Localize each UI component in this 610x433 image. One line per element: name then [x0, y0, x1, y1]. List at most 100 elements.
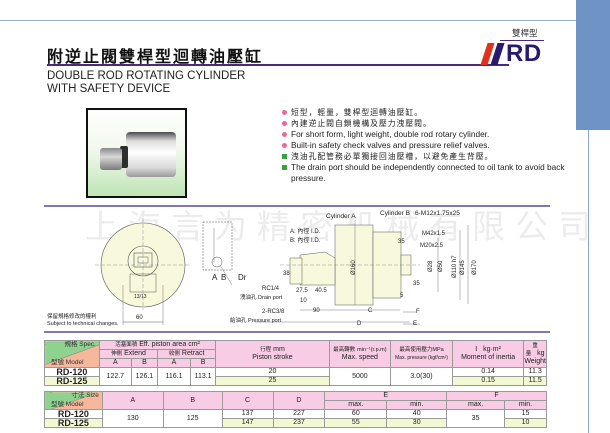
- table-row: RD-120 122.7 126.1 116.1 113.1 20 5000 3…: [44, 367, 547, 386]
- dia-28: Ø28: [428, 260, 434, 272]
- header-inertia: I kg·m² Moment of inertia: [451, 340, 525, 368]
- feature-item: 內建逆止閥自鎖機構及壓力洩壓閥。: [282, 118, 572, 129]
- weight-cell: 11.3: [523, 367, 547, 377]
- dim-35-top: 35: [398, 239, 405, 245]
- product-photo: [86, 108, 187, 198]
- label-cylinder-b: Cylinder B: [380, 210, 410, 217]
- dim-38: 38: [283, 271, 290, 277]
- dia-110: Ø110 h7: [452, 255, 458, 278]
- front-view: [95, 218, 190, 325]
- green-square-bullet-icon: [282, 165, 287, 170]
- cylinder-body-image: [126, 132, 176, 177]
- d-cell: 237: [272, 418, 326, 428]
- header-eff-area: 活塞面積 Eff. piston area cm²: [98, 340, 217, 350]
- pink-bullet-icon: [282, 121, 287, 126]
- header-f-max: max.: [446, 400, 506, 410]
- inertia-cell: 0.15: [451, 376, 525, 386]
- a-cell: 130: [101, 409, 164, 428]
- e-min-cell: 40: [386, 409, 448, 419]
- title-rule: [47, 64, 509, 66]
- f-min-cell: 10: [504, 418, 547, 428]
- pink-bullet-icon: [282, 132, 287, 137]
- label-rc38: 2-RC3/8: [262, 309, 285, 315]
- spec-table: 規格 Spec. 型號 Model 活塞面積 Eff. piston area …: [44, 340, 547, 386]
- inertia-cell: 0.14: [451, 367, 525, 377]
- header-retract: 收側 Retract: [157, 349, 217, 359]
- feature-item: The drain port should be independently c…: [282, 162, 572, 184]
- f-min-cell: 15: [504, 409, 547, 419]
- label-drain-port: 洩油孔 Drain port: [240, 293, 283, 301]
- ext-a-cell: 122.7: [98, 367, 132, 386]
- dim-27-5: 27.5: [296, 288, 308, 294]
- table-row: RD-125 25 0.15 11.5: [44, 376, 547, 386]
- cylinder-collar-image: [120, 146, 128, 168]
- dim-40-5: 40.5: [315, 288, 327, 294]
- header-e-max: max.: [324, 400, 388, 410]
- table-row: RD-120 130 125 137 227 60 40 35 15: [44, 409, 547, 428]
- dim-10: 10: [300, 298, 307, 304]
- speed-cell: 5000: [328, 367, 392, 386]
- dim-e: E: [413, 321, 417, 327]
- port-label-a: A: [212, 273, 218, 282]
- series-rule: [500, 40, 544, 41]
- stroke-cell: 25: [215, 376, 330, 386]
- dim-c: C: [368, 308, 373, 314]
- ret-a-cell: 116.1: [157, 367, 191, 386]
- header-extend-b: B: [130, 358, 159, 368]
- series-label-cn: 雙桿型: [512, 29, 538, 39]
- section-rule-bottom: [44, 331, 550, 333]
- title-en-line2: WITH SAFETY DEVICE: [47, 83, 171, 95]
- ext-b-cell: 126.1: [130, 367, 159, 386]
- header-extend: 伸側 Extend: [98, 349, 159, 359]
- pink-bullet-icon: [282, 110, 287, 115]
- header-pressure: 最高使用壓力MPa Max. pressure (kgf/cm²): [390, 340, 453, 368]
- dia-145: Ø145: [460, 260, 466, 275]
- page-title-cn: 附逆止閥雙桿型迴轉油壓缸: [47, 47, 264, 66]
- model-cell: RD-125: [44, 418, 103, 428]
- b-cell: 125: [162, 409, 223, 428]
- dia-160: Ø160: [351, 260, 357, 275]
- label-thread-m42: M42x1.5: [422, 231, 446, 237]
- cylinder-head-image: [100, 148, 122, 170]
- model-cell: RD-125: [44, 376, 100, 386]
- size-table: 寸法 Size 型號 Model A B C D E F max. min. m…: [44, 391, 547, 428]
- feature-item: 短型，輕量，雙桿型迴轉油壓缸。: [282, 107, 572, 118]
- c-cell: 147: [221, 418, 274, 428]
- label-pressure-port: 給油孔 Pressure port: [230, 316, 282, 324]
- weight-cell: 11.5: [523, 376, 547, 386]
- header-c: C: [221, 391, 274, 410]
- ret-b-cell: 113.1: [189, 367, 217, 386]
- header-weight: 重量 kg Weight: [523, 340, 547, 368]
- f-max-cell: 35: [446, 409, 506, 428]
- label-b-id: B: 內徑 I.D.: [290, 236, 321, 244]
- spec-corner-header: 規格 Spec. 型號 Model: [44, 340, 100, 368]
- title-en-line1: DOUBLE ROD ROTATING CYLINDER: [47, 70, 246, 82]
- dim-60: 60: [136, 315, 143, 321]
- header-e: E: [324, 391, 448, 401]
- note-en: Subject to technical changes.: [47, 321, 119, 327]
- table-row: RD-125 147 237 55 30 10: [44, 418, 547, 428]
- feature-list: 短型，輕量，雙桿型迴轉油壓缸。 內建逆止閥自鎖機構及壓力洩壓閥。 For sho…: [282, 107, 572, 184]
- dim-90: 90: [313, 308, 320, 314]
- side-line: [588, 130, 589, 433]
- feature-item: For short form, light weight, double rod…: [282, 129, 572, 140]
- header-a: A: [101, 391, 164, 410]
- e-min-cell: 30: [386, 418, 448, 428]
- label-a-id: A: 內徑 I.D.: [290, 227, 321, 235]
- label-rc14: RC1/4: [262, 286, 280, 292]
- side-tab: [576, 0, 610, 130]
- d-cell: 227: [272, 409, 326, 419]
- label-bolt-spec: 6-M12x1.75x25: [415, 210, 460, 217]
- feature-item: Built-in safety check valves and pressur…: [282, 140, 572, 151]
- header-retract-a: A: [157, 358, 191, 368]
- e-max-cell: 60: [324, 409, 388, 419]
- pink-bullet-icon: [282, 143, 287, 148]
- port-label-dr: Dr: [238, 273, 247, 282]
- dim-5: 5: [400, 293, 404, 299]
- dim-d: D: [357, 321, 362, 327]
- header-stroke: 行程 mm Piston stroke: [215, 340, 330, 368]
- feature-item: 洩油孔配管務必單獨接回油壓槽，以避免產生背壓。: [282, 151, 572, 162]
- dim-f: F: [416, 309, 420, 315]
- port-label-b: B: [221, 273, 226, 282]
- header-f-min: min.: [504, 400, 547, 410]
